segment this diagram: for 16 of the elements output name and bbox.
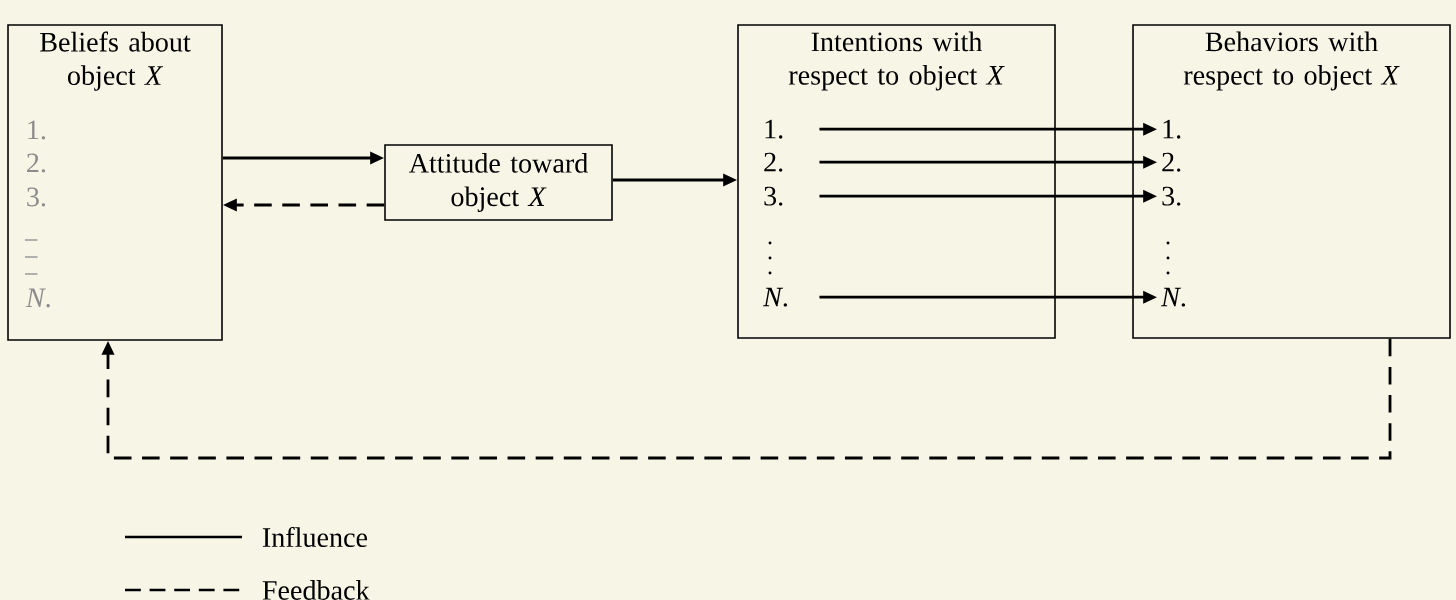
concept-box: Attitude toward object X [384,144,613,221]
list-item: N. [25,288,50,308]
list-item: 3. [764,186,783,206]
legend-label: Influence [262,526,368,548]
feedback-arrow [101,338,1392,460]
list-item: 3. [27,187,46,207]
list-item: 1. [28,120,46,140]
list-item: 3. [1162,186,1181,206]
list-item: N. [762,287,787,307]
list-item: 1. [1163,119,1181,139]
legend-label: Feedback [262,580,370,600]
list-item: 1. [765,119,783,139]
list-item: 2. [1162,152,1181,172]
list-item: 2. [764,152,783,172]
list-item: 2. [27,153,46,173]
list-item: N. [1160,287,1185,307]
